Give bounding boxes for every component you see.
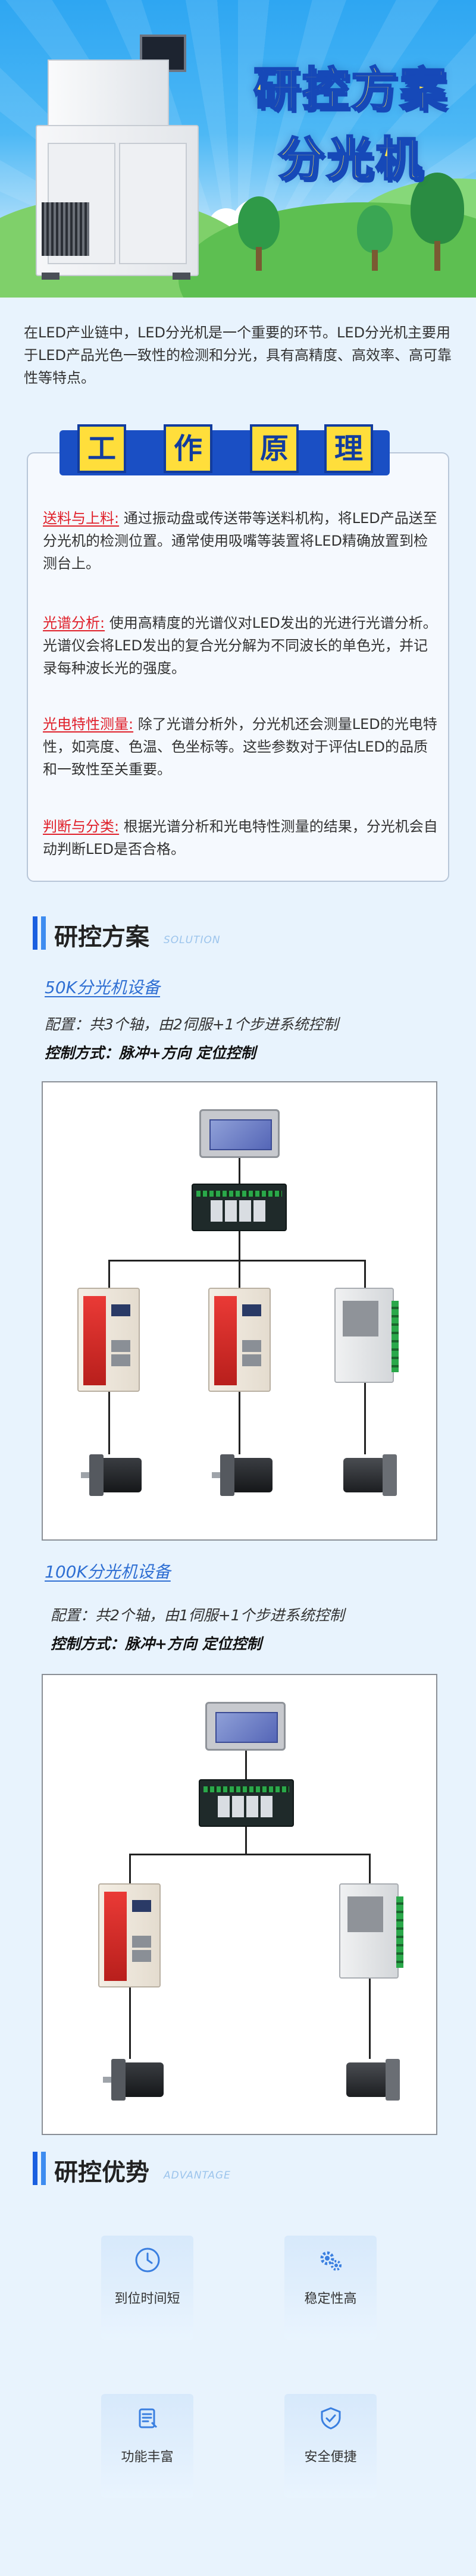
principle-item-text: 使用高精度的光谱仪对LED发出的光进行光谱分析。光谱仪会将LED发出的复合光分解… [43, 615, 437, 677]
principle-char: 工 [77, 424, 126, 473]
servo-drive [77, 1288, 140, 1392]
advantage-label: 稳定性高 [304, 2292, 357, 2306]
advantage-card: 稳定性高 [284, 2236, 377, 2340]
scheme-control: 控制方式：脉冲+方向 定位控制 [45, 1044, 256, 1062]
intro-paragraph: 在LED产业链中，LED分光机是一个重要的环节。LED分光机主要用于LED产品光… [24, 324, 452, 386]
system-diagram-50k [42, 1081, 437, 1541]
principle-char: 理 [324, 424, 373, 473]
scheme-config: 配置：共3个轴，由2伺服+1个步进系统控制 [45, 1016, 339, 1033]
hero-banner: 研控方案 分光机 [0, 0, 476, 298]
principle-item: 送料与上料: 通过振动盘或传送带等送料机构，将LED产品送至分光机的检测位置。通… [43, 507, 439, 575]
stepper-motor [337, 1454, 397, 1496]
advantage-card: 到位时间短 [101, 2236, 193, 2340]
shield-icon [321, 2407, 341, 2430]
hero-title-line1: 研控方案 [252, 62, 449, 118]
scheme-name: 50K分光机设备 [45, 978, 160, 997]
solution-en: SOLUTION [164, 934, 221, 946]
motion-controller [199, 1779, 294, 1827]
principle-item-text: 通过振动盘或传送带等送料机构，将LED产品送至分光机的检测位置。通常使用吸嘴等装… [43, 510, 437, 572]
principle-char: 作 [164, 424, 212, 473]
servo-drive [98, 1883, 161, 1987]
principle-item: 光谱分析: 使用高精度的光谱仪对LED发出的光进行光谱分析。光谱仪会将LED发出… [43, 612, 439, 680]
advantage-en: ADVANTAGE [164, 2170, 231, 2181]
principle-box [27, 452, 449, 882]
motion-controller [192, 1184, 287, 1231]
solution-title: 研控方案 [54, 924, 149, 951]
principle-char: 原 [250, 424, 299, 473]
servo-motor [103, 2059, 171, 2101]
led-sorter-machine-illustration [30, 24, 208, 280]
principle-item-key: 光谱分析: [43, 615, 105, 631]
scheme-name: 100K分光机设备 [45, 1562, 171, 1582]
document-icon [139, 2408, 158, 2428]
principle-item-key: 判断与分类: [43, 818, 120, 835]
scheme-config: 配置：共2个轴，由1伺服+1个步进系统控制 [51, 1607, 345, 1624]
advantage-label: 功能丰富 [121, 2450, 174, 2465]
solution-header: 研控方案 SOLUTION [33, 914, 283, 956]
stepper-drive [339, 1883, 403, 1979]
advantage-label: 到位时间短 [114, 2292, 180, 2306]
advantage-card: 功能丰富 [101, 2394, 193, 2498]
principle-item: 光电特性测量: 除了光谱分析外，分光机还会测量LED的光电特性，如亮度、色温、色… [43, 713, 439, 781]
hero-title-line2: 分光机 [277, 132, 424, 187]
clock-icon [135, 2248, 160, 2273]
principle-item-text: 除了光谱分析外，分光机还会测量LED的光电特性，如亮度、色温、色坐标等。这些参数… [43, 716, 437, 778]
principle-item-key: 光电特性测量: [43, 716, 134, 733]
scheme-control: 控制方式：脉冲+方向 定位控制 [51, 1635, 262, 1652]
principle-item-key: 送料与上料: [43, 510, 120, 527]
advantage-title: 研控优势 [54, 2159, 149, 2186]
hmi-screen [199, 1109, 280, 1158]
gears-icon [320, 2251, 342, 2271]
stepper-motor [340, 2059, 400, 2101]
principle-item: 判断与分类: 根据光谱分析和光电特性测量的结果，分光机会自动判断LED是否合格。 [43, 815, 439, 860]
principle-item-text: 根据光谱分析和光电特性测量的结果，分光机会自动判断LED是否合格。 [43, 818, 438, 857]
advantage-card: 安全便捷 [284, 2394, 377, 2498]
system-diagram-100k [42, 1674, 437, 2135]
hmi-screen [205, 1702, 286, 1751]
servo-motor [212, 1454, 280, 1496]
advantage-label: 安全便捷 [304, 2450, 357, 2465]
servo-drive [208, 1288, 271, 1392]
stepper-drive [334, 1288, 399, 1383]
advantage-header: 研控优势 ADVANTAGE [33, 2149, 283, 2191]
servo-motor [81, 1454, 149, 1496]
principle-banner: 工 作 原 理 [60, 424, 390, 481]
